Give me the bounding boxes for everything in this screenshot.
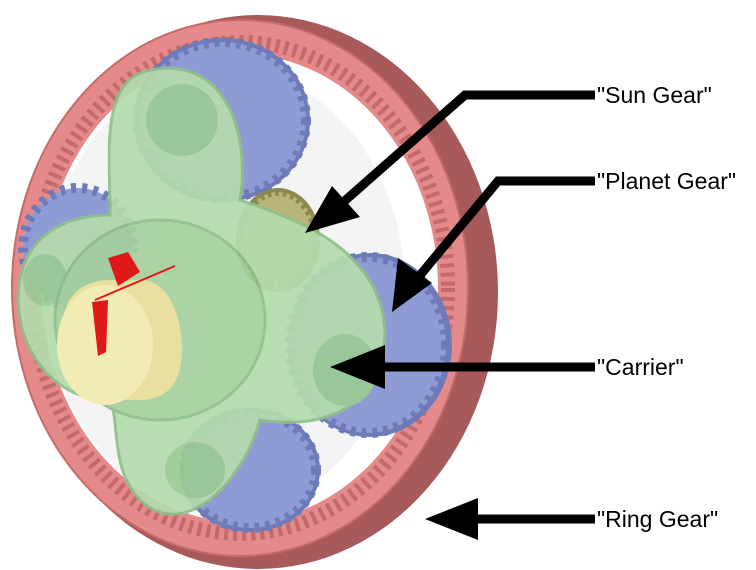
shaft [57, 280, 182, 405]
planet-gear-label: "Planet Gear" [597, 170, 736, 193]
sun-gear-label: "Sun Gear" [597, 84, 712, 107]
carrier-label: "Carrier" [597, 356, 684, 379]
arrow-icon-ring-gear [425, 498, 595, 540]
ring-gear-label: "Ring Gear" [597, 508, 718, 531]
